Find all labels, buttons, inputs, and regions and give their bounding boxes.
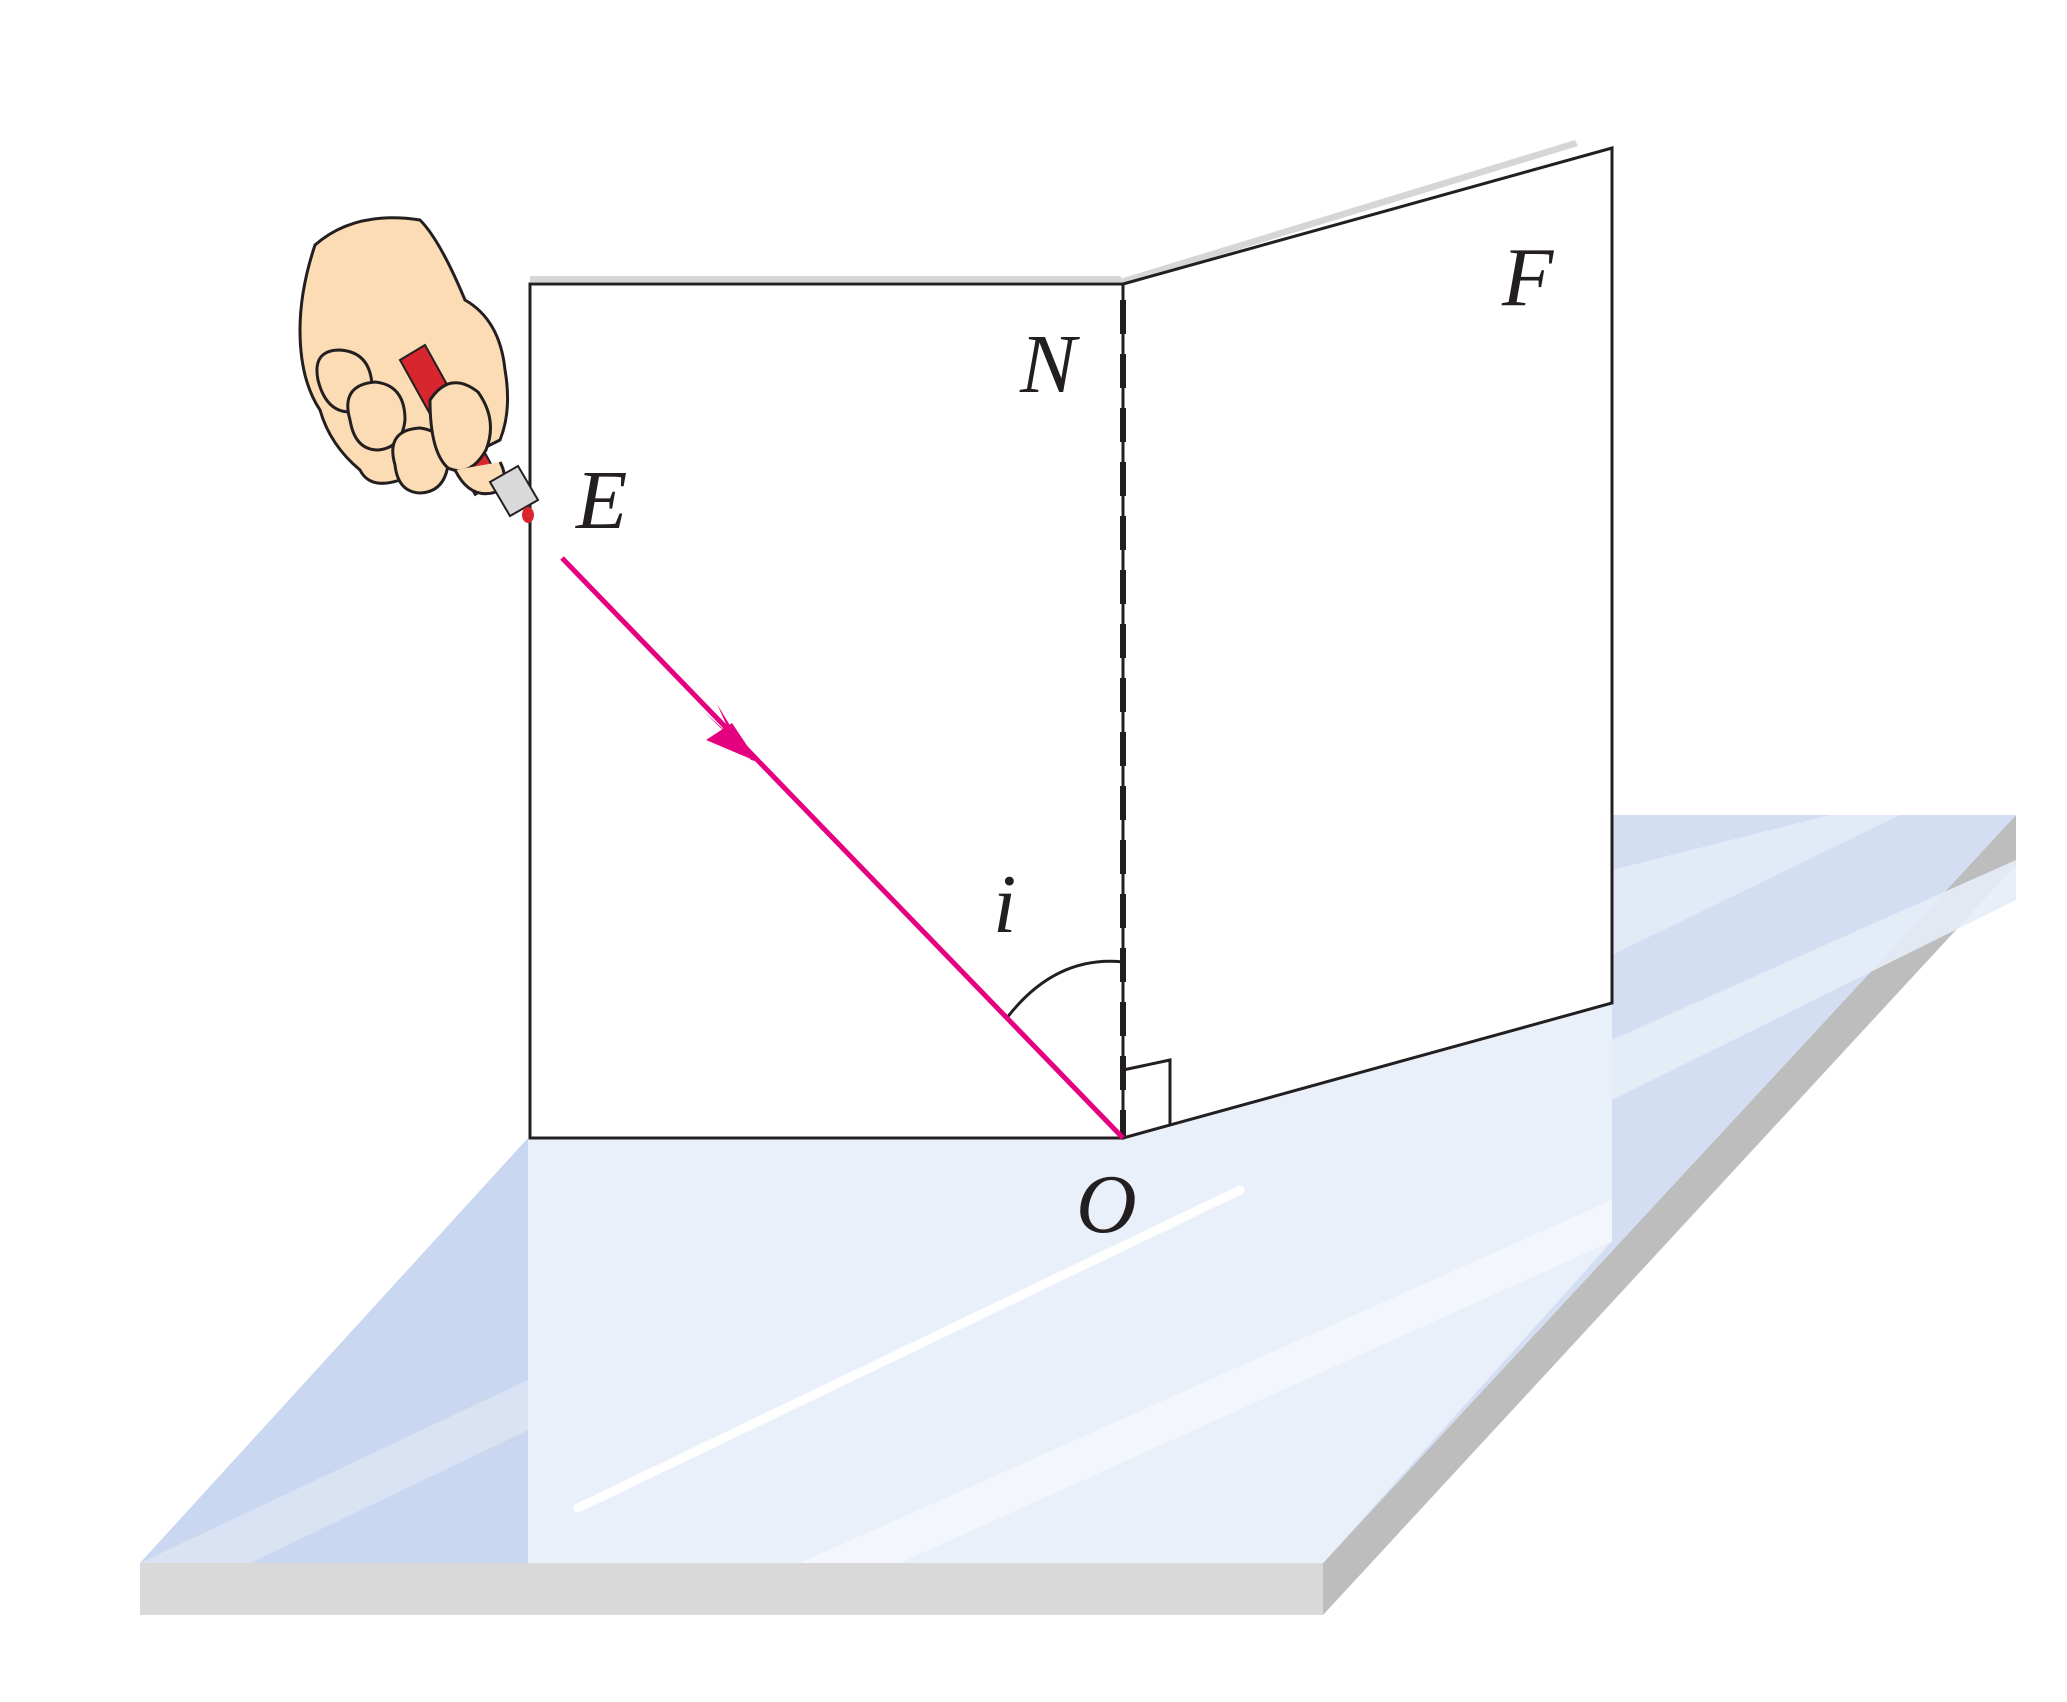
plane-mirror [140,815,2016,1615]
mirror-side-edge [1323,815,2016,1615]
incident-ray [560,556,1125,1140]
mirror-highlight [573,1185,1245,1513]
ray-arrow-head [706,723,758,762]
mirror-band-4 [800,1200,1612,1563]
card-f-top-shadow [1123,140,1578,284]
label-n: N [1019,318,1080,411]
card-e [528,276,1126,1140]
mirror-front-edge [140,1563,1323,1615]
mirror-top-right [1323,815,2016,1563]
card-e-top-shadow [530,276,1126,282]
mirror-top-middle [528,1003,1612,1563]
hand-holding-laser-pen-icon [298,216,540,523]
hand-thumb [428,381,492,473]
label-o: O [1076,1158,1137,1251]
label-f: F [1501,231,1555,324]
laser-pen-lens [522,507,534,523]
laser-pen-tip [488,464,540,518]
incident-ray-line [560,556,1125,1140]
mirror-band-3 [1612,860,2016,1100]
card-e-panel [528,282,1125,1140]
label-i: i [993,858,1016,951]
hand-finger-2 [346,380,407,452]
mirror-band-2 [1612,815,1900,955]
angle-i-arc [1004,959,1124,1020]
label-e: E [575,454,627,547]
right-angle-marker-icon [1122,1058,1172,1125]
mirror-band-1 [140,1380,528,1563]
